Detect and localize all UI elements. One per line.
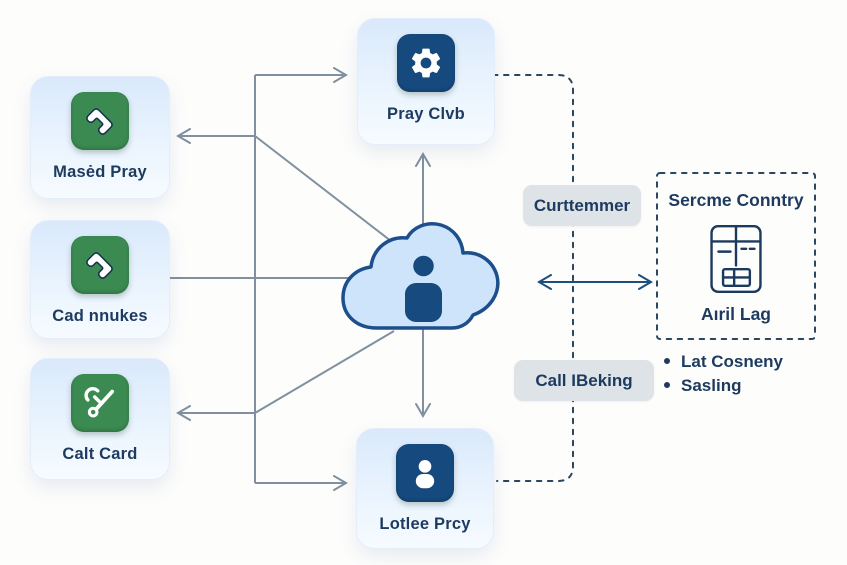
- gear-icon: [397, 34, 455, 92]
- service-panel-title: Sercme Conntry: [668, 190, 804, 210]
- phone-icon: [71, 92, 129, 150]
- flow-label-call-booking: Call IBeking: [514, 360, 654, 401]
- node-label: Lotlee Prcy: [379, 515, 471, 533]
- node-label: Calt Card: [62, 445, 138, 463]
- form-icon-label: Aıril Lag: [700, 304, 771, 324]
- note-text: Sasling: [681, 376, 742, 396]
- node-label: Masėd Pray: [53, 163, 147, 181]
- flow-label-customer: Curttemmer: [523, 185, 641, 226]
- node-calt-card: Calt Card: [30, 358, 170, 480]
- tools-icon: [71, 374, 129, 432]
- dashed-flow-path: [492, 74, 574, 482]
- note-text: Lat Cosneny: [681, 352, 784, 371]
- person-icon: [396, 444, 454, 502]
- service-country-panel: Sercme Conntry Aıril Lag: [657, 173, 815, 339]
- notes-list: Lat Cosneny Sasling: [660, 351, 790, 400]
- node-lotlee-prcy: Lotlee Prcy: [356, 428, 494, 549]
- cloud-user-icon: [341, 222, 500, 330]
- node-cad-nnukes: Cad nnukes: [30, 220, 170, 339]
- form-icon: [710, 225, 762, 293]
- list-item: Sasling: [660, 375, 790, 396]
- list-item: Lat Cosneny: [660, 351, 790, 372]
- node-label: Cad nnukes: [52, 307, 148, 325]
- diagonal-to-cloud-top: [254, 135, 401, 249]
- node-label: Pray Clvb: [387, 105, 465, 123]
- bullet-dot: [664, 358, 670, 364]
- phone-icon: [71, 236, 129, 294]
- node-mased-pray: Masėd Pray: [30, 76, 170, 199]
- diagonal-to-cloud-bottom: [254, 330, 395, 414]
- node-pray-clvb: Pray Clvb: [357, 18, 495, 145]
- bullet-dot: [664, 382, 670, 389]
